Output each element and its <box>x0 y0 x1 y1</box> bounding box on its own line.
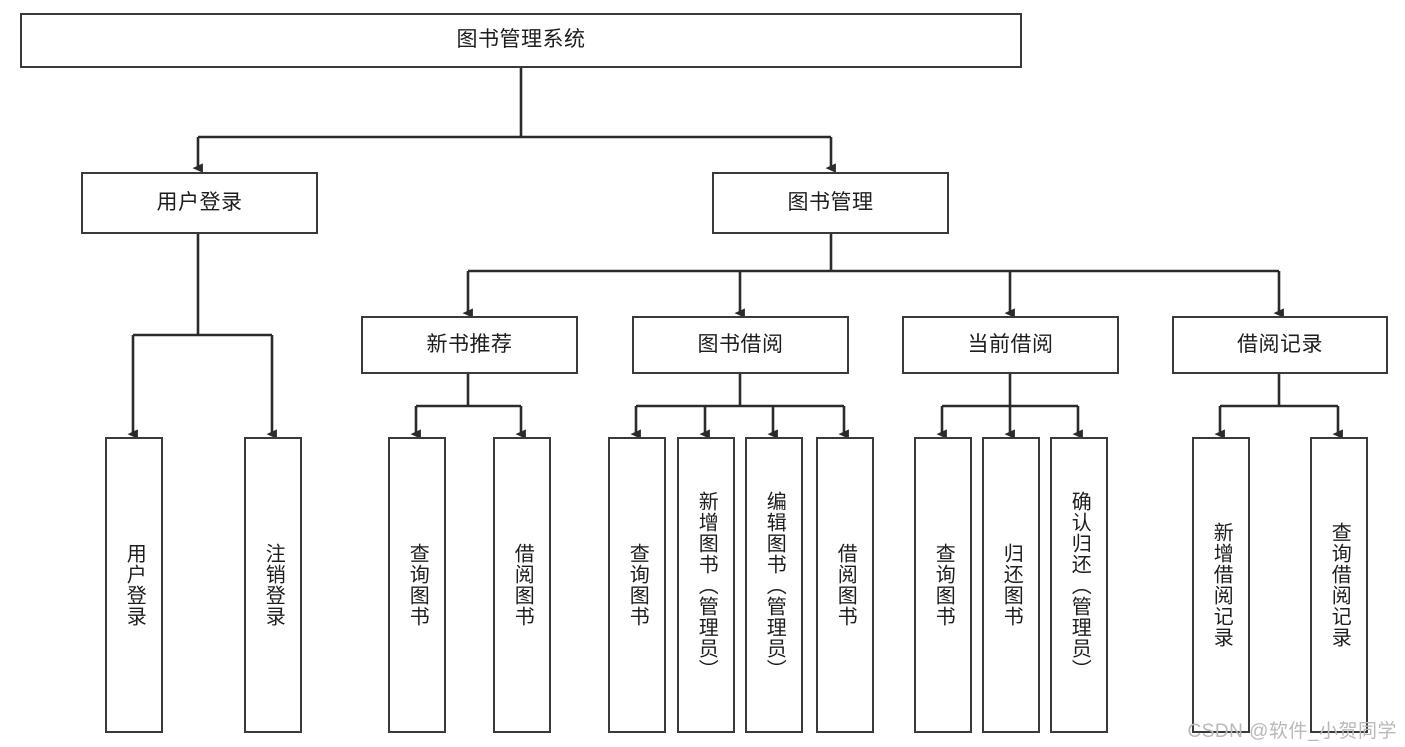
node-label: 查询图书 <box>932 543 955 627</box>
node-label: 用户登录 <box>156 190 243 214</box>
watermark-text: CSDN @软件_小贺同学 <box>1187 721 1397 742</box>
node-label: 编辑图书（管理员） <box>763 490 786 680</box>
node-label: 确认归还（管理员） <box>1068 490 1091 680</box>
node-label: 图书管理 <box>787 190 874 214</box>
leaf-return-book[interactable]: 归还图书 <box>982 437 1040 733</box>
node-label: 查询图书 <box>626 543 649 627</box>
leaf-confirm-return-admin[interactable]: 确认归还（管理员） <box>1050 437 1108 733</box>
leaf-query-book-borrowing[interactable]: 查询图书 <box>608 437 666 733</box>
node-label: 新增图书（管理员） <box>695 490 718 680</box>
node-label: 归还图书 <box>1000 543 1023 627</box>
leaf-add-borrow-record[interactable]: 新增借阅记录 <box>1192 437 1250 733</box>
leaf-user-login[interactable]: 用户登录 <box>105 437 163 733</box>
leaf-query-book-current[interactable]: 查询图书 <box>914 437 972 733</box>
node-borrowing-record[interactable]: 借阅记录 <box>1172 316 1388 374</box>
node-label: 查询图书 <box>406 543 429 627</box>
node-label: 图书借阅 <box>697 332 784 356</box>
leaf-query-borrow-record[interactable]: 查询借阅记录 <box>1310 437 1368 733</box>
node-user-login[interactable]: 用户登录 <box>81 172 318 234</box>
node-label: 注销登录 <box>262 543 285 627</box>
node-book-management[interactable]: 图书管理 <box>712 172 949 234</box>
node-current-borrowing[interactable]: 当前借阅 <box>902 316 1119 374</box>
node-label: 新增借阅记录 <box>1210 522 1233 648</box>
node-label: 图书管理系统 <box>456 28 586 52</box>
node-book-management-system[interactable]: 图书管理系统 <box>20 13 1022 68</box>
node-label: 用户登录 <box>123 543 146 627</box>
node-label: 借阅图书 <box>511 543 534 627</box>
node-new-book-recommendation[interactable]: 新书推荐 <box>361 316 578 374</box>
leaf-edit-book-admin[interactable]: 编辑图书（管理员） <box>745 437 803 733</box>
leaf-add-book-admin[interactable]: 新增图书（管理员） <box>677 437 735 733</box>
leaf-borrow-book-recommendation[interactable]: 借阅图书 <box>493 437 551 733</box>
leaf-query-book-recommendation[interactable]: 查询图书 <box>388 437 446 733</box>
node-label: 借阅记录 <box>1237 332 1323 356</box>
leaf-logout[interactable]: 注销登录 <box>244 437 302 733</box>
leaf-borrow-book-borrowing[interactable]: 借阅图书 <box>816 437 874 733</box>
node-label: 查询借阅记录 <box>1328 522 1351 648</box>
node-label: 当前借阅 <box>967 332 1054 356</box>
node-label: 新书推荐 <box>426 332 513 356</box>
node-book-borrowing[interactable]: 图书借阅 <box>632 316 849 374</box>
node-label: 借阅图书 <box>834 543 857 627</box>
